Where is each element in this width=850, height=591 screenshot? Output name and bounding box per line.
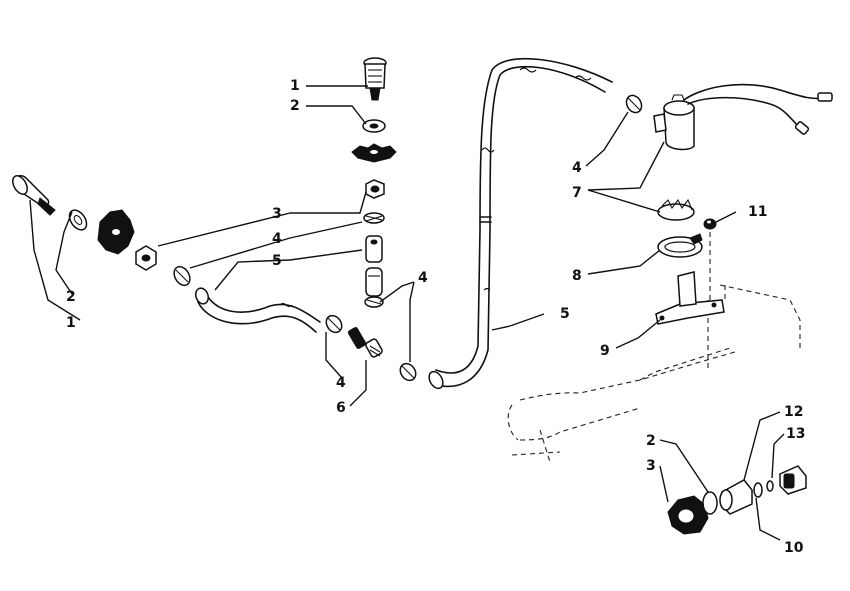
band-clamp [657, 233, 703, 258]
callout-5-middle: 5 [272, 253, 282, 269]
left-primer-stack [12, 175, 191, 287]
lock-nut [703, 218, 717, 300]
callout-1-upper: 1 [290, 78, 300, 94]
callout-3-middle: 3 [272, 206, 282, 222]
callout-4-center: 4 [418, 270, 428, 286]
callout-2-left: 2 [66, 289, 76, 305]
callout-10: 10 [784, 540, 804, 556]
callout-13: 13 [786, 426, 805, 442]
callout-6: 6 [336, 400, 346, 416]
callout-7: 7 [572, 185, 582, 201]
pump-bracket [655, 271, 725, 325]
callout-2-upper: 2 [290, 98, 300, 114]
callout-1-left: 1 [66, 315, 76, 331]
callout-12: 12 [784, 404, 803, 420]
callout-9: 9 [600, 343, 610, 359]
fuel-pump [625, 83, 833, 151]
middle-fittings [325, 314, 417, 382]
leader-lines [29, 85, 785, 541]
callout-labels: 1 2 3 4 5 2 1 4 6 4 5 4 7 11 8 9 12 13 2… [66, 78, 805, 556]
upper-primer-stack [351, 57, 397, 308]
callout-4-pump: 4 [572, 160, 582, 176]
fuel-hose-left [194, 287, 321, 333]
connector-assembly [667, 465, 807, 535]
callout-5-right: 5 [560, 306, 570, 322]
fuel-hose-long [428, 57, 613, 390]
callout-11: 11 [748, 204, 767, 220]
callout-8: 8 [572, 268, 582, 284]
callout-4-lower-left: 4 [336, 375, 346, 391]
callout-2-lower-right: 2 [646, 433, 656, 449]
callout-3-lower-right: 3 [646, 458, 656, 474]
callout-4-middle: 4 [272, 231, 282, 247]
